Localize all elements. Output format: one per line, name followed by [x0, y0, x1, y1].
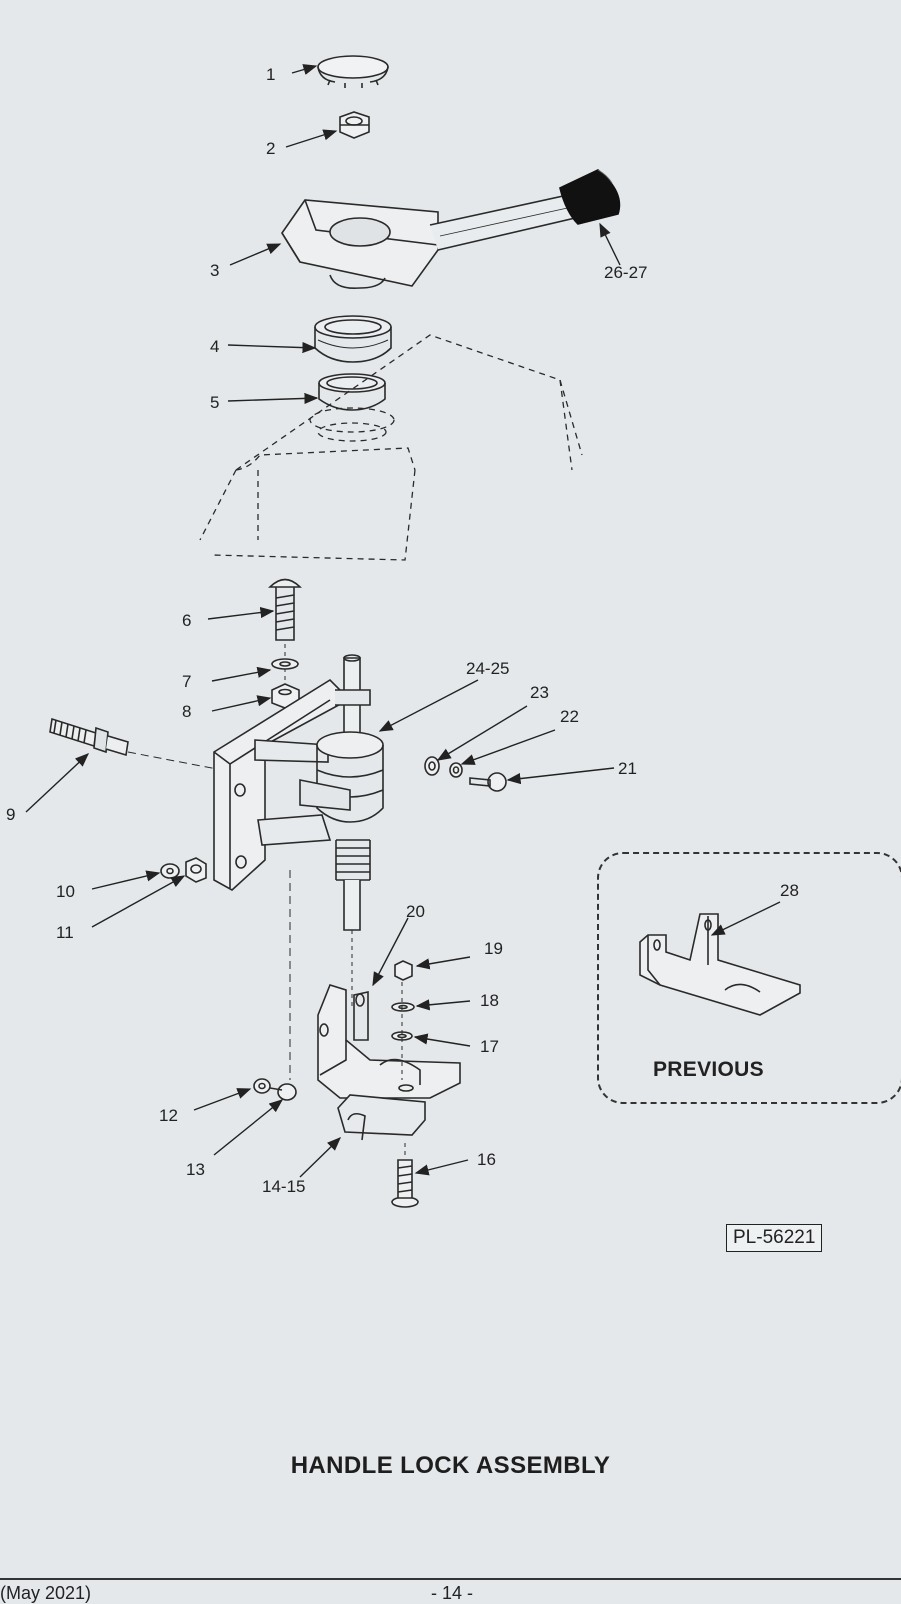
- callout-17: 17: [480, 1037, 499, 1056]
- part-hex-nut: [339, 111, 370, 139]
- footer-rule: [0, 1578, 901, 1580]
- callout-8: 8: [182, 702, 192, 721]
- callout-7: 7: [182, 672, 192, 691]
- callout-9: 9: [6, 805, 16, 824]
- callout-11: 11: [56, 923, 74, 942]
- previous-inset-label: PREVIOUS: [653, 1058, 764, 1081]
- callout-10: 10: [56, 882, 75, 901]
- callout-12: 12: [159, 1106, 178, 1125]
- part-washers-side: [424, 756, 463, 778]
- leader-lines: [25, 64, 781, 1178]
- part-seal-ring: [314, 315, 392, 363]
- diagram-title: HANDLE LOCK ASSEMBLY: [290, 1452, 611, 1479]
- callout-14-15: 14-15: [262, 1177, 306, 1196]
- part-washer-screw-lower: [253, 1078, 297, 1101]
- callout-22: 22: [560, 707, 579, 726]
- callout-13: 13: [186, 1160, 205, 1179]
- plate-number: PL-56221: [726, 1224, 823, 1252]
- callout-2: 2: [266, 139, 276, 158]
- part-lock-handle: [281, 194, 577, 290]
- callout-6: 6: [182, 611, 192, 630]
- part-insert-ring: [318, 373, 386, 411]
- part-washer-nut-left: [160, 857, 207, 883]
- part-washer-stack: [391, 960, 415, 1080]
- housing-dashed-outline: [199, 334, 583, 561]
- footer-date: (May 2021): [0, 1583, 92, 1603]
- part-screw-bottom: [391, 1140, 419, 1208]
- callout-23: 23: [530, 683, 549, 702]
- callout-24-25: 24-25: [466, 659, 510, 678]
- part-bottom-bracket: [317, 984, 461, 1141]
- footer-page-number: - 14 -: [431, 1583, 474, 1603]
- part-black-knob: [559, 169, 621, 225]
- part-stud: [49, 717, 223, 771]
- callout-26-27: 26-27: [604, 263, 648, 282]
- callout-19: 19: [484, 939, 503, 958]
- previous-inset-box: [597, 852, 901, 1104]
- callout-18: 18: [480, 991, 499, 1010]
- part-previous-bracket: [639, 913, 801, 1016]
- callout-4: 4: [210, 337, 220, 356]
- callout-5: 5: [210, 393, 220, 412]
- part-cap: [317, 55, 389, 88]
- part-lockwasher: [271, 658, 299, 670]
- callout-20: 20: [406, 902, 425, 921]
- callout-1: 1: [266, 65, 276, 84]
- part-screw-side: [469, 772, 507, 792]
- callout-28: 28: [780, 881, 799, 900]
- callout-16: 16: [477, 1150, 496, 1169]
- callout-21: 21: [618, 759, 637, 778]
- part-main-bracket: [213, 654, 384, 1080]
- callout-3: 3: [210, 261, 220, 280]
